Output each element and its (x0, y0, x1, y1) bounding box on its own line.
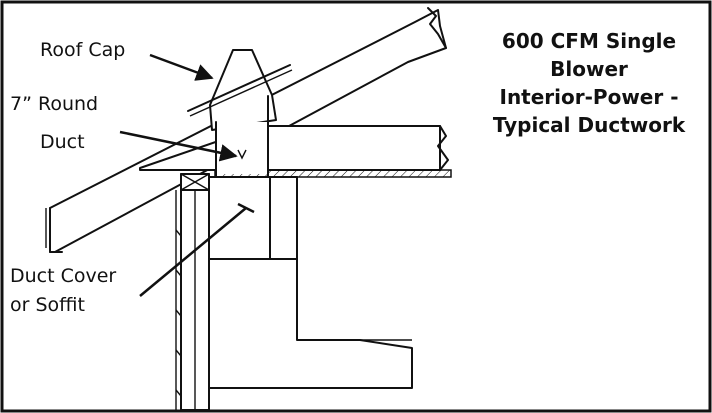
duct-cover-label-line1: Duct Cover (10, 265, 116, 287)
roof-cap (187, 49, 293, 131)
round-duct-label-line2: Duct (40, 131, 85, 153)
title-line3: Interior-Power - (500, 85, 679, 109)
range-hood (208, 258, 413, 389)
duct-cover-label-line2: or Soffit (10, 294, 85, 316)
roof-cap-label: Roof Cap (40, 39, 125, 61)
duct-cover (208, 176, 298, 341)
wall (175, 173, 210, 411)
duct-cover-arrow-tick (237, 202, 255, 214)
title-line1: 600 CFM Single (502, 29, 676, 53)
roof-cap-arrow (149, 53, 214, 81)
duct-cover-arrow (139, 207, 247, 297)
title-line4: Typical Ductwork (493, 113, 686, 137)
round-duct-label-line1: 7” Round (10, 93, 98, 115)
title-line2: Blower (550, 57, 628, 81)
round-duct-arrow (119, 130, 238, 162)
